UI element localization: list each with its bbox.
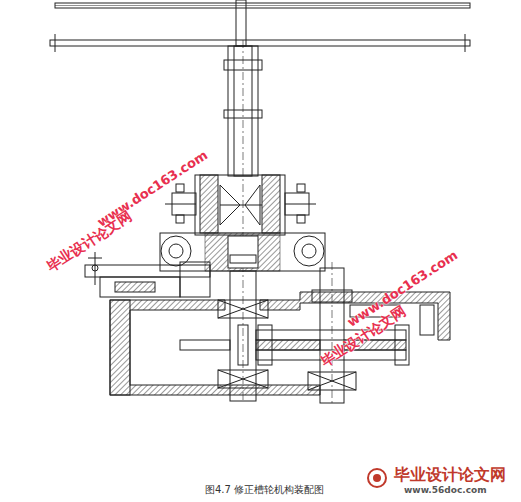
figure-caption: 图4.7 修正槽轮机构装配图 xyxy=(205,484,324,495)
logo-text: 毕业设计论文网 xyxy=(394,466,506,484)
logo-url: www.56doc.com xyxy=(404,486,487,496)
